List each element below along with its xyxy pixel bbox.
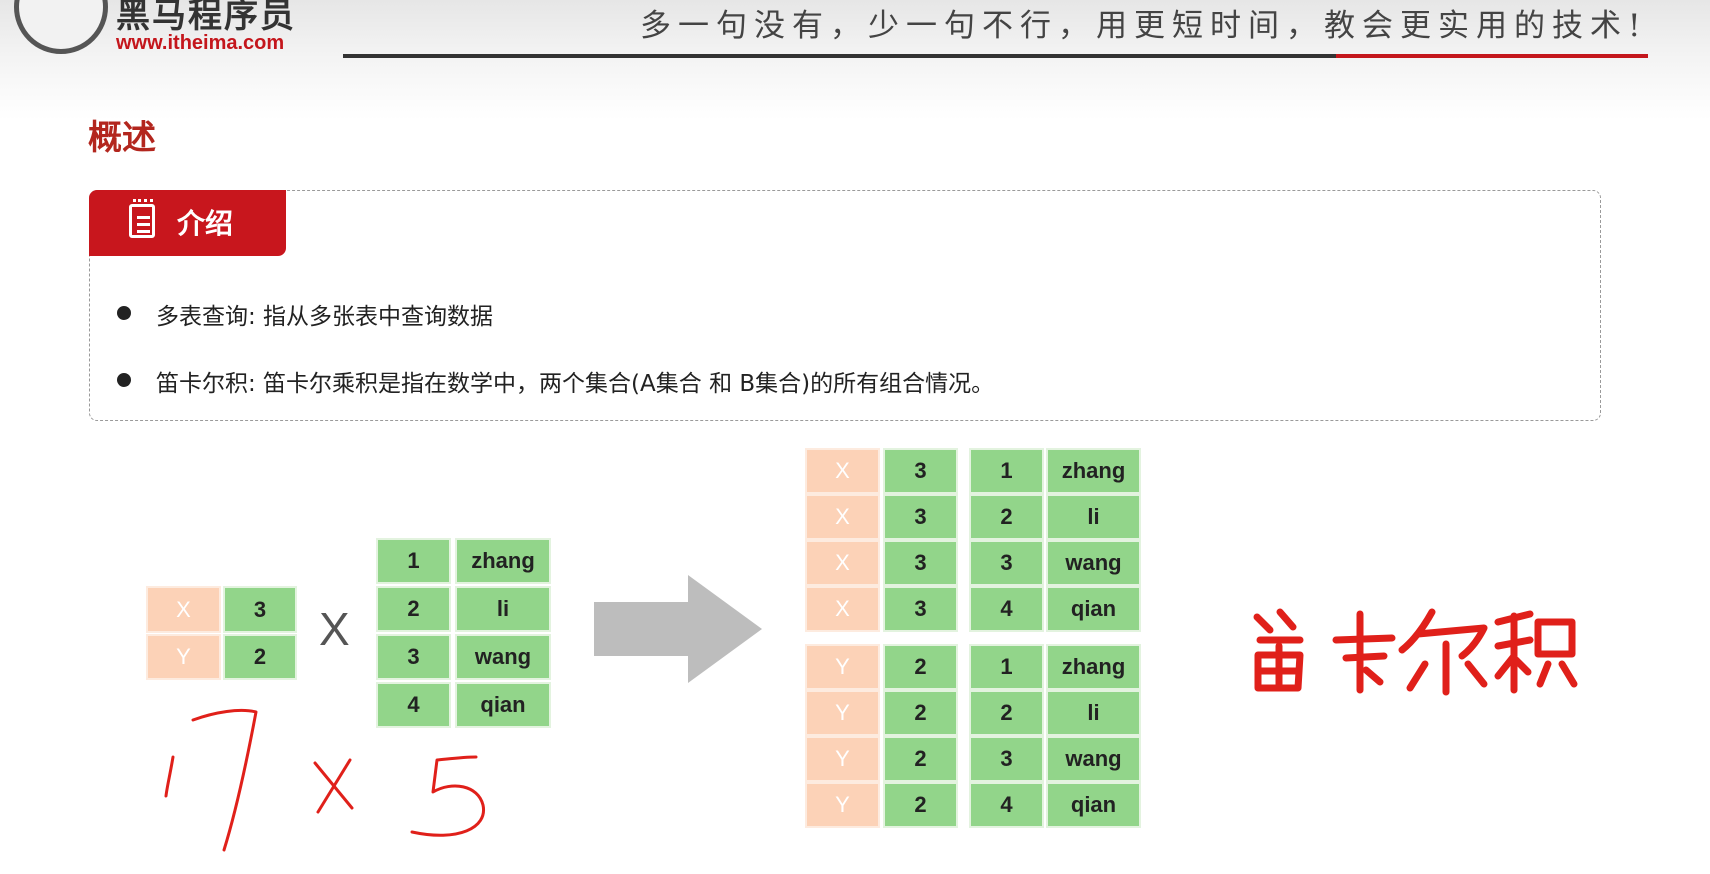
intro-tab-label: 介绍 (177, 207, 234, 240)
result-cell: li (1046, 690, 1141, 736)
result-cell: 2 (883, 782, 958, 828)
result-cell: 3 (969, 540, 1044, 586)
result-cell: zhang (1046, 644, 1141, 690)
result-cell: li (1046, 494, 1141, 540)
bullet-dot (117, 306, 131, 320)
bullet-text-multi-table: 多表查询: 指从多张表中查询数据 (156, 304, 494, 330)
result-cell: X (805, 540, 880, 586)
table-a-cell: 3 (223, 586, 297, 633)
result-cell: X (805, 494, 880, 540)
table-a-cell: X (146, 586, 221, 633)
table-b-cell: 2 (376, 586, 451, 632)
table-b-cell: 1 (376, 538, 451, 584)
result-cell: 2 (969, 690, 1044, 736)
result-cell: 3 (883, 540, 958, 586)
result-cell: 2 (883, 736, 958, 782)
result-cell: X (805, 586, 880, 632)
table-b-cell: 3 (376, 634, 451, 680)
table-b-cell: qian (455, 682, 551, 728)
table-a-cell: Y (146, 634, 221, 680)
slogan: 多一句没有，少一句不行，用更短时间，教会更实用的技术! (640, 8, 1648, 44)
result-cell: Y (805, 644, 880, 690)
page-title: 概述 (88, 118, 156, 158)
table-b-cell: wang (455, 634, 551, 680)
result-cell: qian (1046, 586, 1141, 632)
result-cell: 3 (883, 586, 958, 632)
result-cell: 2 (883, 644, 958, 690)
result-cell: 3 (969, 736, 1044, 782)
notepad-icon (129, 199, 155, 238)
result-cell: 1 (969, 644, 1044, 690)
result-cell: 2 (883, 690, 958, 736)
result-cell: X (805, 448, 880, 494)
table-b-cell: zhang (455, 538, 551, 584)
result-cell: 4 (969, 586, 1044, 632)
bullet-dot (117, 373, 131, 387)
result-cell: 3 (883, 494, 958, 540)
result-cell: Y (805, 736, 880, 782)
result-cell: 3 (883, 448, 958, 494)
bullet-text-cartesian: 笛卡尔积: 笛卡尔乘积是指在数学中，两个集合(A集合 和 B集合)的所有组合情况… (156, 371, 995, 397)
result-cell: wang (1046, 540, 1141, 586)
header-band (0, 0, 1710, 120)
result-cell: Y (805, 690, 880, 736)
right-arrow-icon (594, 575, 762, 683)
slogan-underline (343, 54, 1336, 58)
intro-tab: 介绍 (89, 190, 286, 256)
result-cell: wang (1046, 736, 1141, 782)
result-cell: 1 (969, 448, 1044, 494)
result-cell: 2 (969, 494, 1044, 540)
table-a-cell: 2 (223, 634, 297, 680)
result-cell: 4 (969, 782, 1044, 828)
table-b-cell: li (455, 586, 551, 632)
result-cell: qian (1046, 782, 1141, 828)
table-b-cell: 4 (376, 682, 451, 728)
slogan-underline-accent (1336, 54, 1648, 58)
result-cell: zhang (1046, 448, 1141, 494)
brand-name: 黑马程序员 (116, 0, 296, 36)
brand-url: www.itheima.com (116, 32, 285, 54)
intro-box (89, 190, 1601, 421)
multiply-sign: X (319, 603, 350, 655)
result-cell: Y (805, 782, 880, 828)
